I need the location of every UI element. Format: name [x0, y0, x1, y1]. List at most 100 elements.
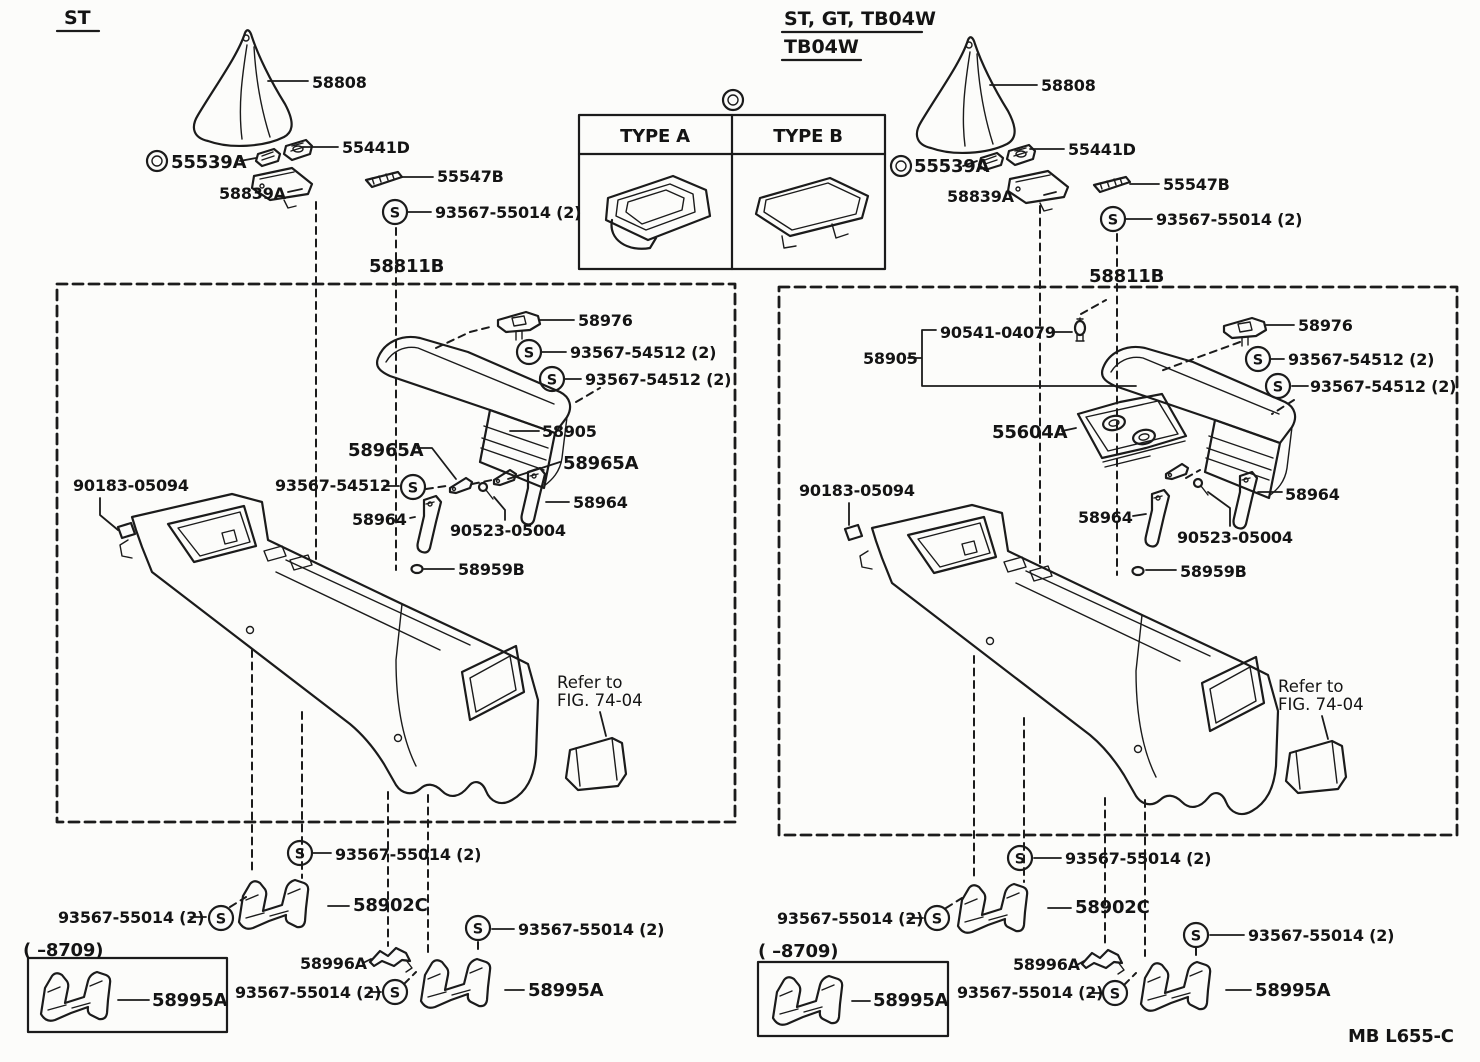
lever-part — [520, 466, 547, 526]
part-label-90523-05004: 90523-05004 — [450, 521, 566, 540]
part-label-58902C: 58902C — [1075, 897, 1150, 918]
screw-symbol-letter: S — [1273, 380, 1283, 396]
part-label-58905: 58905 — [542, 422, 597, 441]
part-label-screw: 93567-55014 (2) — [435, 203, 581, 222]
drawing-code: MB L655-C — [1348, 1026, 1454, 1047]
leader-lines — [851, 655, 1252, 1002]
part-label-screw: 93567-55014 (2) — [1156, 210, 1302, 229]
lever-part — [416, 494, 443, 554]
part-label-90183-05094: 90183-05094 — [799, 481, 915, 500]
shift-boot-part — [915, 36, 1016, 155]
part-label-screw: 93567-55014 (2) — [235, 983, 381, 1002]
part-label-screw: 93567-55014 (2) — [957, 983, 1103, 1002]
grommet-part — [410, 563, 424, 575]
screw-symbol-letter: S — [1191, 929, 1201, 945]
screw-symbol-letter: S — [473, 922, 483, 938]
part-label-58964: 58964 — [573, 493, 628, 512]
bracket-front-part — [1139, 960, 1212, 1012]
type-a-header: TYPE A — [620, 126, 690, 147]
part-label-screw-upper: 93567-54512 (2) — [570, 343, 716, 362]
screw-symbol-letter: S — [216, 912, 226, 928]
type-table: TYPE A TYPE B — [577, 88, 887, 271]
part-label-58995A: 58995A — [528, 980, 604, 1001]
part-label-58964: 58964 — [352, 510, 407, 529]
clip-part — [843, 523, 864, 542]
screw-symbol: S — [923, 904, 951, 932]
lock-part — [1222, 316, 1268, 348]
refer-part — [564, 736, 628, 792]
refer-part — [1284, 739, 1348, 795]
bracket-rear-part — [237, 878, 310, 930]
part-label-58808: 58808 — [1041, 76, 1096, 95]
screw-symbol-letter: S — [408, 481, 418, 497]
screw-symbol: S — [381, 978, 409, 1006]
part-label-58995A: 58995A — [1255, 980, 1331, 1001]
bracket-front-part — [419, 957, 492, 1009]
armrest-part — [1100, 345, 1297, 500]
bracket-group-right: S S S S 93567-55014 (2) 93567-55014 (2) … — [756, 655, 1395, 1038]
variant-label: ST, GT, TB04W — [784, 8, 936, 30]
part-label-55604A: 55604A — [992, 422, 1068, 443]
screw-symbol: S — [1006, 844, 1034, 872]
date-range-box — [26, 956, 229, 1034]
variant-label: ST — [64, 7, 91, 29]
bracket-boxed-part — [771, 974, 844, 1026]
screw-symbol: S — [399, 473, 427, 501]
type-a-part-drawing — [604, 174, 712, 250]
screw-symbol-letter: S — [1108, 213, 1118, 229]
part-label-58996A: 58996A — [1013, 955, 1081, 974]
part-label-screw: 93567-55014 (2) — [335, 845, 481, 864]
screw-symbol-letter: S — [390, 986, 400, 1002]
part-label-58965A: 58965A — [348, 440, 424, 461]
part-label-screw-lower: 93567-54512 (2) — [585, 370, 731, 389]
heading-left-variant: ST — [55, 7, 101, 33]
screw-symbol-letter: S — [1110, 987, 1120, 1003]
panel-border — [55, 282, 737, 824]
ring-part — [254, 147, 282, 168]
bracket-boxed-part — [39, 970, 112, 1022]
part-label-55441D: 55441D — [342, 138, 410, 157]
washer-part — [1192, 477, 1210, 497]
ring-symbol — [721, 88, 745, 112]
console-box-part — [118, 492, 540, 805]
screw-symbol: S — [1264, 372, 1292, 400]
part-label-55539A: 55539A — [171, 152, 247, 173]
part-label-screw: 93567-55014 (2) — [58, 908, 204, 927]
screw-symbol: S — [1099, 205, 1127, 233]
console-panel-left: S S S 58976 93567-54512 (2) 93567-54512 … — [55, 282, 737, 824]
tray-part — [1076, 392, 1188, 468]
clip-part — [116, 521, 137, 540]
date-range-box — [756, 960, 950, 1038]
part-label-55441D: 55441D — [1068, 140, 1136, 159]
part-label-55547B: 55547B — [437, 167, 504, 186]
part-label-58996A: 58996A — [300, 954, 368, 973]
part-label-screw-lower: 93567-54512 (2) — [1310, 377, 1456, 396]
screw-symbol: S — [1101, 979, 1129, 1007]
part-label-58902C: 58902C — [353, 895, 428, 916]
part-label-58811B: 58811B — [369, 256, 444, 277]
part-label-screw: 93567-55014 (2) — [1248, 926, 1394, 945]
leader-lines — [848, 299, 1329, 740]
washer-part — [477, 481, 495, 501]
clip-part — [368, 946, 414, 974]
plate-part — [282, 138, 314, 162]
refer-note-line2: FIG. 74-04 — [1278, 695, 1364, 714]
screw-symbol-letter: S — [547, 373, 557, 389]
part-label-58995A: 58995A — [152, 990, 228, 1011]
ring-symbol — [889, 154, 913, 178]
screw-symbol-letter: S — [524, 346, 534, 362]
part-label-90183-05094: 90183-05094 — [73, 476, 189, 495]
ring-symbol — [145, 149, 169, 173]
panel-border — [777, 285, 1459, 837]
part-label-55547B: 55547B — [1163, 175, 1230, 194]
shift-boot-part — [192, 29, 293, 148]
lever-plate-part — [1006, 169, 1070, 213]
screw-symbol: S — [538, 365, 566, 393]
type-b-header: TYPE B — [773, 126, 843, 147]
screw-symbol-letter: S — [932, 912, 942, 928]
lever-part — [1144, 488, 1171, 548]
bracket-group-left: S S S S 93567-55014 (2) 93567-55014 (2) … — [23, 649, 665, 1034]
part-label-58811B: 58811B — [1089, 266, 1164, 287]
screw-symbol: S — [381, 198, 409, 226]
